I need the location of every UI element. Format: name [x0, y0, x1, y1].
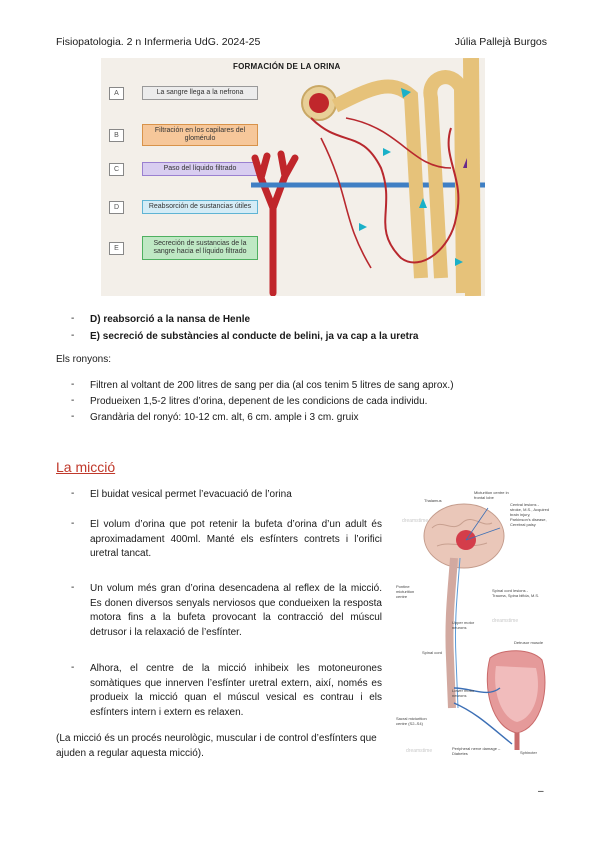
step-text: Filtración en los capilares del glomérul…	[142, 124, 258, 146]
miccio-item: Un volum més gran d’orina desencadena al…	[90, 583, 382, 638]
step-a: A La sangre llega a la nefrona	[109, 86, 258, 100]
miccio-item: Alhora, el centre de la micció inhibeix …	[90, 663, 382, 718]
step-letter: D	[109, 200, 124, 214]
list-item-d: D) reabsorció a la nansa de Henle	[90, 314, 251, 325]
figure-title: FORMACIÓN DE LA ORINA	[233, 62, 341, 71]
step-letter: A	[109, 86, 124, 100]
miccio-item: El volum d’orina que pot retenir la bufe…	[90, 519, 382, 559]
header-course: Fisiopatologia. 2 n Infermeria UdG. 2024…	[56, 36, 261, 48]
watermark: dreamstime	[406, 748, 433, 754]
step-d: D Reabsorción de sustancias útiles	[109, 200, 258, 214]
list-dash: -	[71, 379, 75, 390]
label-lower-motor: Lower motor neurons	[452, 688, 475, 698]
list-dash: -	[71, 582, 75, 593]
label-thalamus: Thalamus	[424, 498, 442, 503]
label-spinal-cord-lesions: Spinal cord lesions - Trauma, Spina bifi…	[492, 588, 540, 598]
section-title: La micció	[56, 459, 116, 475]
step-c: C Paso del líquido filtrado	[109, 162, 258, 176]
list-dash: -	[71, 411, 75, 422]
label-peripheral: Peripheral nerve damage – Diabetes	[452, 746, 501, 756]
step-letter: B	[109, 128, 124, 142]
kidneys-lead: Els ronyons:	[56, 354, 112, 365]
label-micturition-centre: Micturition centre in frontal lobe	[474, 490, 509, 500]
header-author: Júlia Pallejà Burgos	[454, 36, 547, 48]
step-letter: E	[109, 241, 124, 255]
watermark: dreamstime	[492, 618, 519, 624]
label-central-lesions: Central lesions - stroke, M.S., Acquired…	[510, 502, 550, 527]
step-e: E Secreción de sustancias de la sangre h…	[109, 236, 258, 260]
label-sacral: Sacral micturition centre (S2–S4)	[396, 716, 427, 726]
step-text: La sangre llega a la nefrona	[142, 86, 258, 100]
micturition-figure: Thalamus Micturition centre in frontal l…	[392, 488, 550, 766]
label-sphincter: Sphincter	[520, 750, 537, 755]
list-dash: -	[71, 313, 75, 324]
list-dash: -	[71, 662, 75, 673]
footer-mark: –	[538, 786, 544, 797]
miccio-item: El buidat vesical permet l’evacuació de …	[90, 489, 292, 500]
step-text: Paso del líquido filtrado	[142, 162, 258, 176]
step-text: Secreción de sustancias de la sangre hac…	[142, 236, 258, 260]
step-letter: C	[109, 162, 124, 176]
micturition-illustration	[423, 503, 546, 750]
list-item-e: E) secreció de substàncies al conducte d…	[90, 331, 419, 342]
list-dash: -	[71, 518, 75, 529]
step-text: Reabsorción de sustancias útiles	[142, 200, 258, 214]
list-dash: -	[71, 395, 75, 406]
kidney-fact: Produeixen 1,5-2 litres d’orina, depenen…	[90, 396, 428, 407]
kidney-fact: Filtren al voltant de 200 litres de sang…	[90, 380, 454, 391]
label-detrusor: Detrusor muscle	[514, 640, 544, 645]
list-dash: -	[71, 330, 75, 341]
label-spinal-cord: Spinal cord	[422, 650, 443, 655]
label-pontine: Pontine micturition centre	[396, 584, 415, 599]
watermark: dreamstime	[402, 518, 429, 524]
nephron-illustration	[251, 58, 485, 296]
list-dash: -	[71, 488, 75, 499]
step-b: B Filtración en los capilares del glomér…	[109, 124, 258, 146]
label-upper-motor: Upper motor neurons	[452, 620, 475, 630]
miccio-note: (La micció és un procés neurològic, musc…	[56, 733, 377, 759]
kidney-fact: Grandària del ronyó: 10-12 cm. alt, 6 cm…	[90, 412, 359, 423]
urine-formation-figure: FORMACIÓN DE LA ORINA A La sangre llega …	[101, 58, 485, 296]
